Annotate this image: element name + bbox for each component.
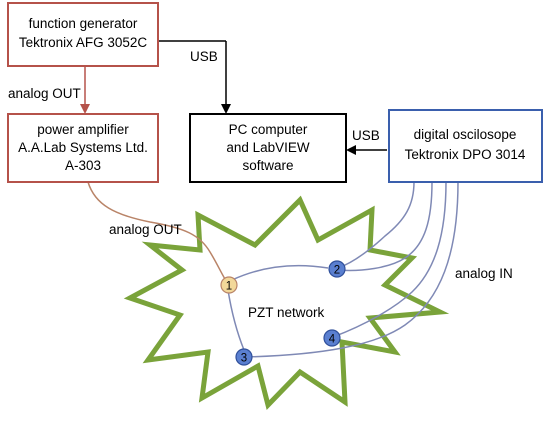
analog-in-label: analog IN xyxy=(455,266,513,281)
power-amplifier-model: A-303 xyxy=(65,158,101,173)
pc-computer-labview: and LabVIEW xyxy=(226,140,310,155)
power-amplifier-maker: A.A.Lab Systems Ltd. xyxy=(18,140,148,155)
function-generator-box xyxy=(7,2,159,67)
analog-out-label-fg: analog OUT xyxy=(8,86,81,101)
usb-label-fg: USB xyxy=(190,49,218,64)
osc-to-node-2-return-wire xyxy=(337,181,433,272)
pzt-network-label: PZT network xyxy=(248,305,325,320)
svg-text:2: 2 xyxy=(334,265,340,277)
oscilloscope-model: Tektronix DPO 3014 xyxy=(405,147,526,162)
pzt-network-outline xyxy=(123,195,450,410)
pc-computer-title: PC computer xyxy=(229,122,308,137)
node-1-to-node-3-wire xyxy=(227,289,245,351)
svg-text:3: 3 xyxy=(241,353,247,365)
amp-to-node-1-wire xyxy=(87,181,229,285)
pzt-node-3: 3 xyxy=(235,348,253,366)
node-1-to-node-2-wire xyxy=(231,264,329,281)
osc-to-node-4-wire xyxy=(332,181,447,338)
oscilloscope-box xyxy=(388,109,543,183)
power-amplifier-box xyxy=(7,113,159,183)
function-generator-title: function generator xyxy=(29,16,138,31)
function-generator-model: Tektronix AFG 3052C xyxy=(19,35,148,50)
pc-computer-box xyxy=(189,113,347,183)
pc-computer-software: software xyxy=(242,158,293,173)
analog-out-label-amp: analog OUT xyxy=(109,222,182,237)
svg-text:1: 1 xyxy=(226,281,232,293)
osc-to-node-3-wire xyxy=(244,181,459,358)
oscilloscope-title: digital oscilosope xyxy=(414,127,517,142)
pzt-node-4: 4 xyxy=(323,329,341,347)
pzt-node-1: 1 xyxy=(220,276,238,294)
usb-label-osc: USB xyxy=(352,128,380,143)
svg-text:4: 4 xyxy=(329,334,336,346)
osc-to-node-2-wire xyxy=(337,181,415,269)
power-amplifier-title: power amplifier xyxy=(37,122,129,137)
pzt-node-2: 2 xyxy=(328,260,346,278)
